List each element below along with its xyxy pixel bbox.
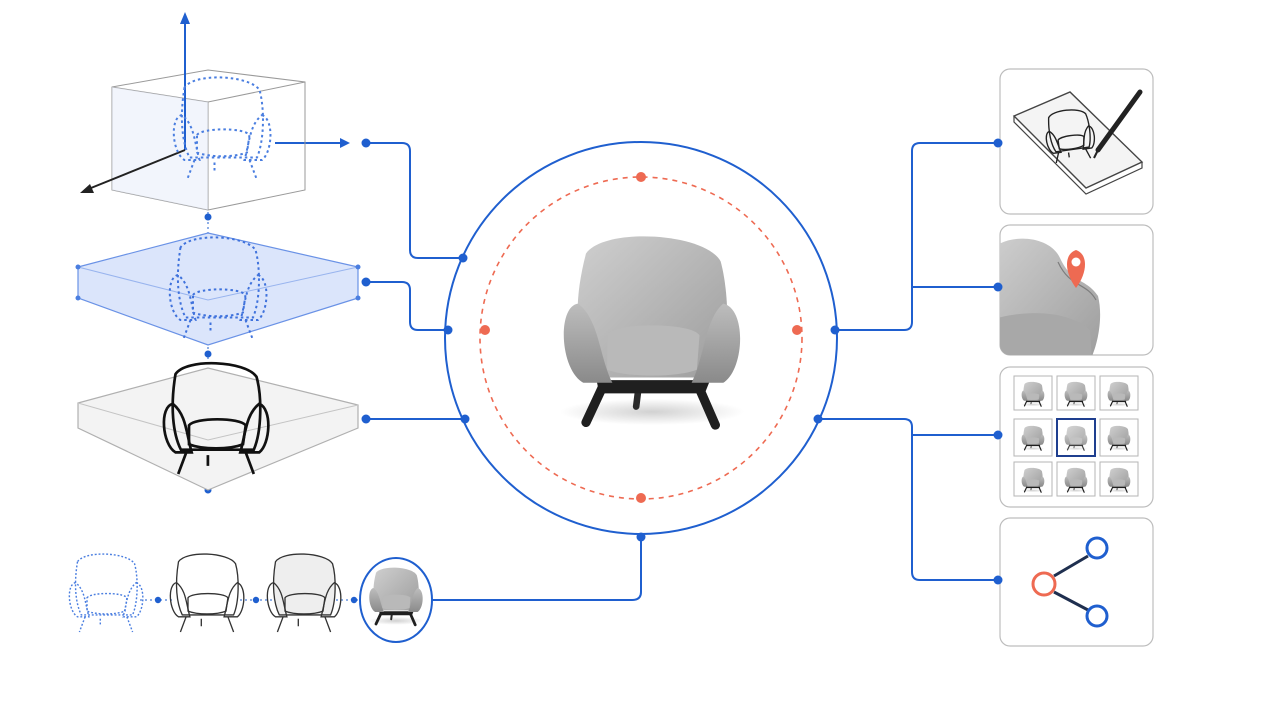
bottom-sequence <box>68 553 433 643</box>
shaded-outline-chair-icon <box>266 553 342 633</box>
location-pin-closeup-icon <box>993 224 1154 356</box>
line-drawing-layer-icon <box>77 361 371 491</box>
dotted-chair-sketch-icon <box>68 553 144 633</box>
variation-grid-cells <box>1013 375 1139 497</box>
orbit-red-nodes <box>480 172 802 503</box>
outline-chair-icon <box>169 553 245 633</box>
rendered-chair-icon <box>359 557 433 643</box>
blueprint-layer-icon <box>75 232 371 346</box>
wireframe-box-axes-icon <box>80 12 371 211</box>
connector-lines <box>275 138 998 601</box>
variation-grid-icon <box>993 366 1154 508</box>
center-orbit <box>443 141 840 542</box>
orbit-blue-nodes <box>443 253 840 542</box>
armchair-render-icon <box>560 236 745 425</box>
share-nodes-icon <box>993 517 1154 647</box>
tablet-stylus-sketch-icon <box>993 68 1154 215</box>
